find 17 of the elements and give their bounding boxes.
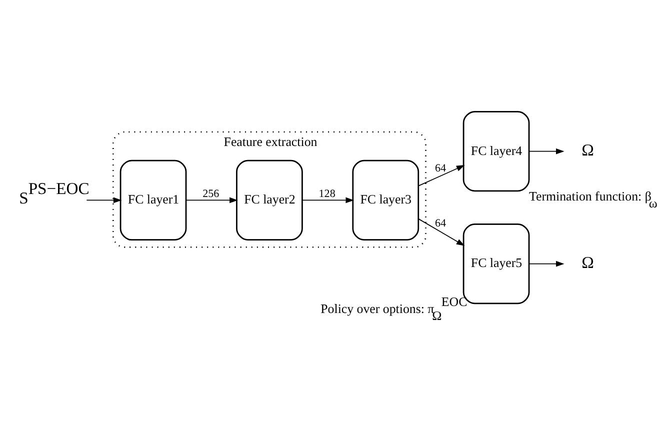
edge-label: 64 (434, 218, 446, 230)
arrow (528, 260, 564, 267)
arrow (302, 197, 354, 204)
arrow (528, 148, 564, 154)
arrow (186, 197, 238, 204)
arrow (418, 165, 465, 186)
node-text: Ω (582, 140, 594, 160)
arrow (86, 197, 122, 204)
edge-label: 64 (434, 162, 446, 174)
node-box: FC layer1 (120, 160, 187, 241)
edge-label: 128 (318, 188, 336, 200)
node-box: FC layer5 (462, 223, 530, 304)
edge-label: 256 (202, 188, 220, 200)
node-text: Ω (582, 252, 594, 272)
node-box: FC layer3 (352, 160, 420, 241)
node-box: FC layer4 (462, 111, 530, 192)
node-box: FC layer2 (236, 160, 303, 241)
